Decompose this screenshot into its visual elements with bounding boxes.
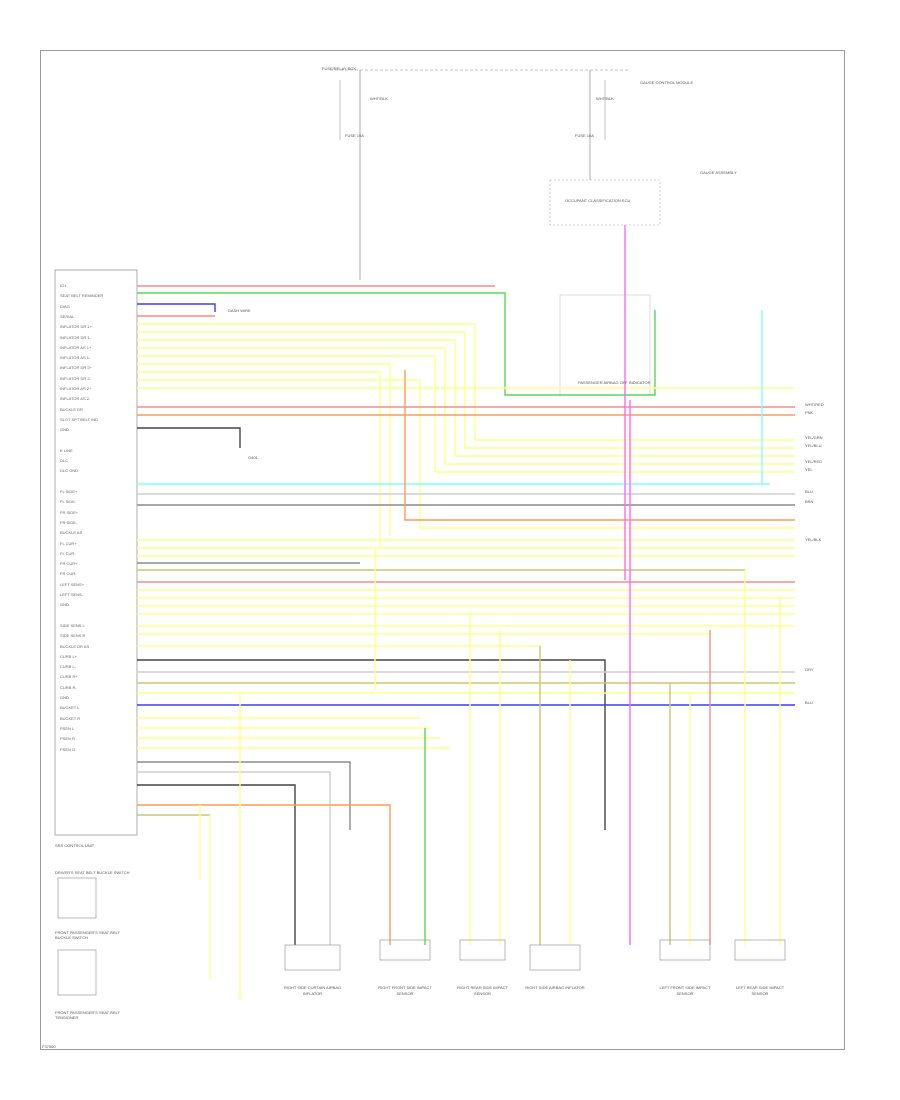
srs-pin-label: BUCKLE AS	[60, 530, 83, 536]
srs-pin-label: FR CUR-	[60, 571, 77, 577]
right-wire-label: YEL/RED	[805, 459, 823, 464]
top-right-label-1: GAUGE CONTROL MODULE	[640, 80, 694, 85]
fuse-right-wire: WHT/BLK	[596, 96, 614, 101]
fuse-left-wire: WHT/BLK	[370, 96, 388, 101]
bottom-component-1: RIGHT SIDE CURTAIN AIRBAG INFLATOR	[283, 985, 342, 996]
right-wire-label: YEL	[805, 467, 813, 472]
bottom-left-box-1: DRIVER'S SEAT BELT BUCKLE SWITCH	[55, 870, 130, 875]
right-wire-label: YEL/GRN	[805, 435, 823, 440]
top-right-label-2: GAUGE ASSEMBLY	[700, 170, 737, 175]
right-wire-label: GRY	[805, 667, 814, 672]
srs-pin-label: BUCKLE DR AS	[60, 643, 90, 649]
bottom-component-4: RIGHT SIDE AIRBAG INFLATOR	[525, 985, 585, 990]
srs-pin-label: GND	[60, 602, 69, 608]
srs-pin-label: FR SIDE-	[60, 519, 78, 525]
fuse-box-top	[330, 69, 630, 280]
bottom-component-3: RIGHT REAR SIDE IMPACT SENSOR	[457, 985, 508, 996]
srs-pin-label: LEFT SENS-	[60, 592, 84, 597]
wire-drops	[199, 225, 781, 1000]
fuse-right-label: FUSE 10A	[575, 133, 594, 138]
srs-pin-label: FR SIDE+	[60, 509, 79, 515]
right-wire-label: WHT/RED	[805, 402, 824, 407]
bottom-connectors	[284, 939, 786, 971]
srs-pin-label: INFLATOR DR 2-	[60, 375, 91, 381]
srs-pin-label: GND	[60, 695, 69, 700]
srs-pin-label: K LINE	[60, 447, 73, 453]
occupant-sensor-note: OCCUPANT CLASSIFICATION ECU	[565, 198, 631, 203]
diagram-code: F37560	[42, 1044, 56, 1049]
wire-harness	[137, 285, 795, 945]
srs-pin-label: INFLATOR DR 2+	[60, 365, 92, 371]
srs-pin-label: INFLATOR DR 1-	[60, 334, 91, 340]
diagram-frame	[40, 50, 845, 1050]
srs-unit-box	[54, 269, 138, 836]
srs-pin-label: INFLATOR AS 2-	[60, 396, 91, 402]
srs-pin-label: SIDE SENS R	[60, 633, 86, 639]
srs-pin-label: PSEN R	[60, 736, 75, 742]
srs-pin-label: FL CUR+	[60, 540, 77, 546]
srs-pin-label: SLOT SPT BELT IND	[60, 416, 98, 422]
srs-pin-label: CURB L-	[60, 664, 77, 670]
dash-label: DASH WIRE	[228, 308, 251, 313]
srs-pin-label: SIDE SENS L	[60, 622, 85, 628]
srs-pin-label: INFLATOR AS 2+	[60, 386, 92, 391]
ground-label: G401	[248, 455, 258, 460]
srs-pin-label: BUCKLE DR	[60, 406, 83, 412]
srs-pin-label: FL CUR-	[60, 550, 76, 556]
srs-pin-label: INFLATOR AS 1+	[60, 344, 92, 350]
srs-pin-label: BUCKET R	[60, 715, 81, 721]
bottom-left-box-2: FRONT PASSENGER'S SEAT BELT BUCKLE SWITC…	[55, 930, 120, 940]
bottom-left-note: FRONT PASSENGER'S SEAT BELT TENSIONER	[55, 1010, 120, 1020]
buckle-switches	[57, 877, 97, 996]
srs-pin-label: LEFT SENS+	[60, 581, 85, 587]
right-wire-label: PNK	[805, 410, 814, 415]
srs-pin-label: DIAG	[60, 303, 70, 309]
right-wire-label: BRN	[805, 499, 814, 504]
srs-pin-label: INFLATOR DR 1+	[60, 324, 92, 330]
fuse-left-label: FUSE 10A	[345, 133, 364, 138]
srs-pin-label: PSEN L	[60, 725, 75, 731]
fuse-box-label: FUSE/RELAY BOX	[322, 66, 357, 71]
srs-pin-label: FL SIDE+	[60, 489, 78, 494]
srs-pin-label: CURB R-	[60, 684, 77, 690]
right-wire-label: BLU	[805, 489, 813, 494]
srs-pin-label: CURB R+	[60, 674, 78, 680]
srs-pin-label: PSEN G	[60, 746, 76, 752]
srs-pin-label: DLC	[60, 458, 69, 464]
gauge-control-box	[549, 179, 661, 226]
srs-pin-label: IG1	[60, 283, 67, 288]
srs-unit-label: SRS CONTROL UNIT	[55, 843, 95, 848]
bottom-component-2: RIGHT FRONT SIDE IMPACT SENSOR	[378, 985, 432, 996]
bottom-component-6: LEFT REAR SIDE IMPACT SENSOR	[735, 985, 785, 996]
srs-pin-label: DLC GND	[60, 468, 79, 474]
bottom-component-5: LEFT FRONT SIDE IMPACT SENSOR	[659, 985, 711, 996]
srs-pin-label: SERIAL	[60, 313, 75, 319]
right-wire-label: YEL/BLK	[805, 537, 822, 542]
srs-pin-label: CURB L+	[60, 653, 78, 659]
right-wire-label: YEL/BLU	[805, 443, 822, 448]
right-wire-label: BLU	[805, 700, 813, 705]
srs-pin-label: GND	[60, 427, 69, 433]
passenger-airbag-note: PASSENGER AIRBAG OFF INDICATOR	[578, 380, 651, 385]
srs-pin-label: SEAT BELT REMINDER	[60, 293, 104, 299]
srs-pin-label: FL SIDE-	[60, 499, 77, 505]
srs-pin-label: INFLATOR AS 1-	[60, 355, 91, 361]
srs-pin-label: FR CUR+	[60, 561, 78, 567]
srs-pin-label: BUCKET L	[60, 705, 80, 711]
